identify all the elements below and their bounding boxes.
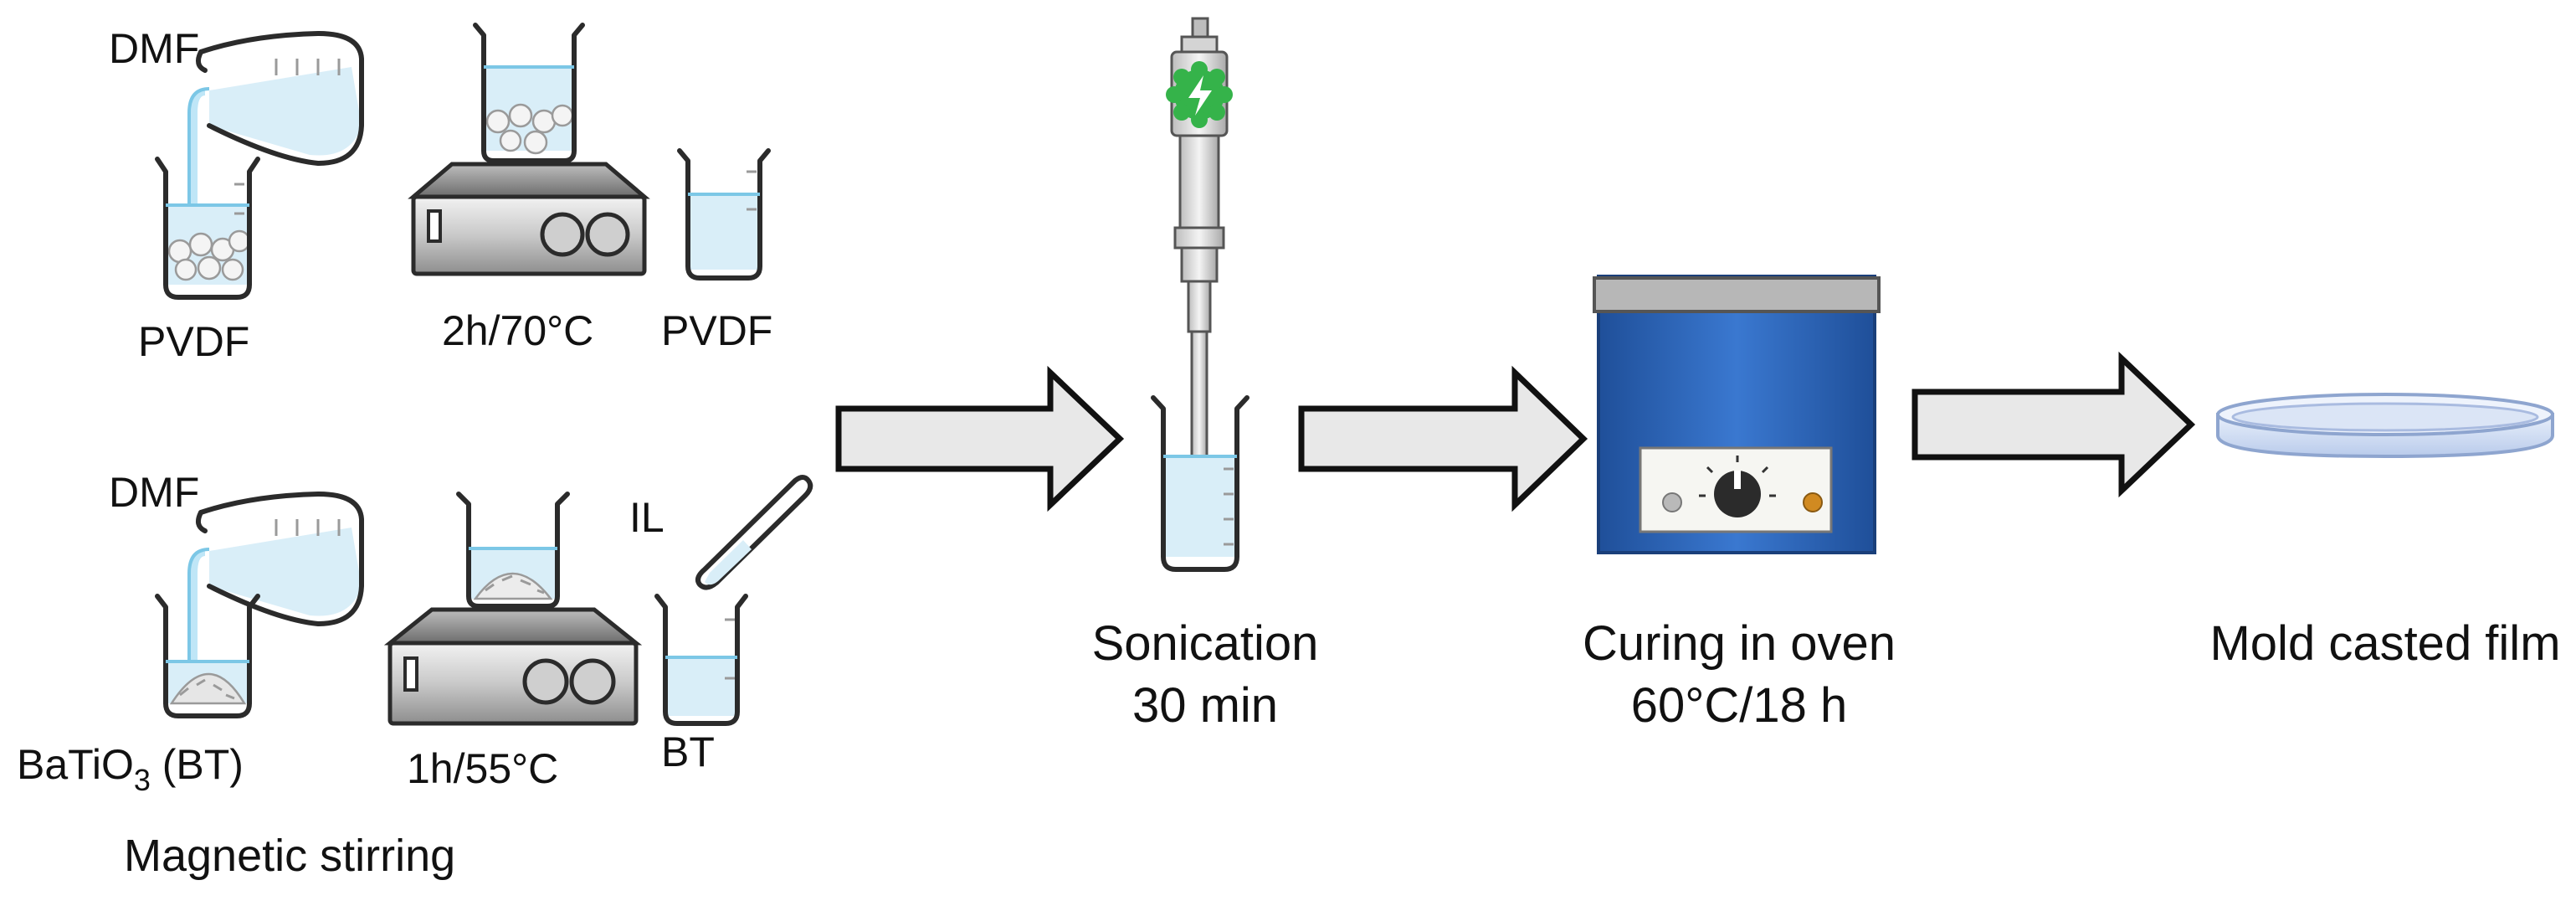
test-tube-icon — [695, 475, 813, 590]
pour-stream — [191, 89, 206, 226]
knob-icon — [1699, 456, 1776, 517]
label-stir-pvdf: 2h/70°C — [442, 307, 593, 354]
label-magnetic-stirring: Magnetic stirring — [124, 831, 455, 881]
process-arrow-icon — [1298, 365, 1588, 512]
power-icon — [1166, 61, 1233, 128]
label-bt-beaker: BaTiO3 (BT) — [17, 741, 244, 797]
label-sonication-2: 30 min — [1132, 678, 1278, 733]
beaker-icon — [1151, 395, 1250, 572]
hotplate-stirrer-icon — [408, 23, 650, 276]
beaker-icon — [677, 148, 771, 281]
label-il: IL — [629, 494, 665, 541]
jug-icon — [195, 492, 364, 626]
label-dmf-top: DMF — [109, 25, 199, 72]
label-curing-2: 60°C/18 h — [1631, 678, 1848, 733]
pour-stream-line — [187, 87, 210, 226]
hotplate-stirrer-icon — [383, 492, 643, 726]
label-bt-solution: BT — [661, 728, 715, 775]
label-pvdf-solution: PVDF — [661, 307, 772, 354]
beaker-icon — [155, 594, 260, 718]
process-arrow-icon — [835, 365, 1125, 512]
label-stir-bt: 1h/55°C — [407, 745, 558, 792]
petri-dish-icon — [2216, 393, 2554, 459]
jug-icon — [195, 31, 364, 166]
beaker-icon — [654, 594, 748, 726]
label-sonication-1: Sonication — [1092, 616, 1319, 671]
label-curing-1: Curing in oven — [1583, 616, 1896, 671]
beaker-icon — [155, 157, 260, 300]
label-film: Mold casted film — [2209, 616, 2560, 671]
process-arrow-icon — [1911, 351, 2196, 498]
label-dmf-bottom: DMF — [109, 469, 199, 516]
label-pvdf-beaker: PVDF — [138, 318, 249, 365]
